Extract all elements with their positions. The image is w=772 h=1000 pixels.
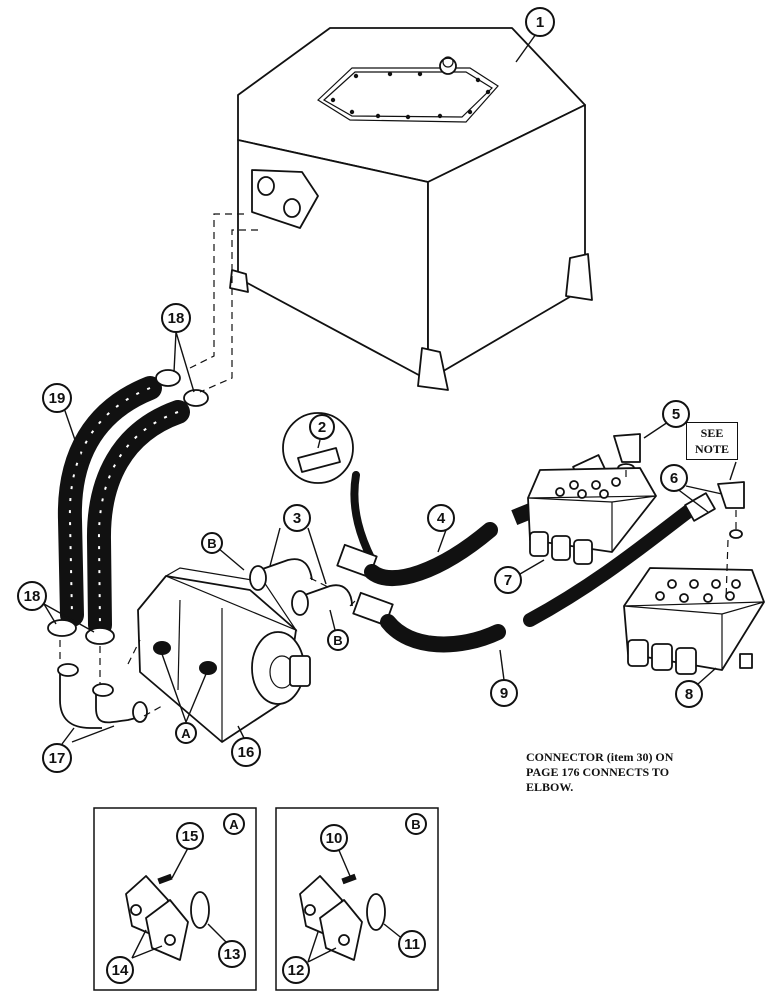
svg-text:5: 5 (672, 406, 680, 423)
leader-lines (43, 33, 737, 963)
svg-text:12: 12 (288, 962, 305, 979)
callout-9: 9 (490, 679, 518, 707)
letter-a-pump: A (175, 722, 197, 744)
callout-8: 8 (675, 680, 703, 708)
callout-14: 14 (106, 956, 134, 984)
hydraulic-reservoir (229, 27, 593, 391)
callout-12: 12 (282, 956, 310, 984)
elbow-fittings (613, 433, 745, 539)
see-note-line2: NOTE (694, 442, 729, 456)
pressure-hose-9 (352, 492, 716, 653)
letter-b-right: B (327, 629, 349, 651)
letter-b-inset: B (405, 813, 427, 835)
callout-7: 7 (494, 566, 522, 594)
callout-11: 11 (398, 930, 426, 958)
svg-text:9: 9 (500, 685, 508, 702)
control-valve-7 (527, 467, 657, 565)
svg-text:11: 11 (404, 936, 420, 953)
inlet-hoses (57, 376, 190, 637)
svg-text:A: A (229, 817, 239, 832)
letter-a-inset: A (223, 813, 245, 835)
callout-19: 19 (42, 383, 72, 413)
svg-text:19: 19 (49, 390, 66, 407)
svg-text:7: 7 (504, 572, 512, 589)
hose-clamps (47, 369, 209, 645)
inlet-elbows (57, 663, 148, 729)
connector-note: CONNECTOR (item 30) ON PAGE 176 CONNECTS… (526, 750, 726, 795)
connection-lines (59, 213, 737, 717)
svg-text:17: 17 (49, 750, 66, 767)
svg-text:2: 2 (318, 419, 326, 436)
see-note-box: SEE NOTE (686, 422, 738, 460)
callout-6: 6 (660, 464, 688, 492)
svg-text:3: 3 (293, 510, 301, 527)
control-valve-8 (623, 567, 765, 675)
callout-5: 5 (662, 400, 690, 428)
letter-b-top: B (201, 532, 223, 554)
callout-13: 13 (218, 940, 246, 968)
callout-18-bottom: 18 (17, 581, 47, 611)
svg-text:1: 1 (536, 14, 544, 31)
svg-text:8: 8 (685, 686, 693, 703)
connector-note-line2: PAGE 176 CONNECTS TO (526, 765, 670, 779)
svg-text:10: 10 (326, 830, 343, 847)
callout-3: 3 (283, 504, 311, 532)
svg-text:A: A (181, 726, 191, 741)
callout-2: 2 (309, 414, 335, 440)
svg-text:18: 18 (168, 310, 185, 327)
connector-note-line3: ELBOW. (526, 780, 574, 794)
svg-text:B: B (207, 536, 216, 551)
callout-10: 10 (320, 824, 348, 852)
hydraulic-pump (137, 567, 311, 743)
connector-note-line1: CONNECTOR (item 30) ON (526, 750, 674, 764)
callout-15: 15 (176, 822, 204, 850)
svg-text:B: B (333, 633, 342, 648)
outlet-elbows (249, 558, 353, 616)
callout-16: 16 (231, 737, 261, 767)
callout-1: 1 (525, 7, 555, 37)
svg-text:18: 18 (24, 588, 41, 605)
callout-4: 4 (427, 504, 455, 532)
svg-text:4: 4 (437, 510, 446, 527)
see-note-line1: SEE (700, 426, 724, 440)
svg-text:16: 16 (238, 744, 255, 761)
callout-17: 17 (42, 743, 72, 773)
svg-text:B: B (411, 817, 420, 832)
svg-text:15: 15 (182, 828, 199, 845)
svg-text:6: 6 (670, 470, 678, 487)
svg-text:14: 14 (112, 962, 129, 979)
svg-text:13: 13 (224, 946, 241, 963)
callout-18-top: 18 (161, 303, 191, 333)
